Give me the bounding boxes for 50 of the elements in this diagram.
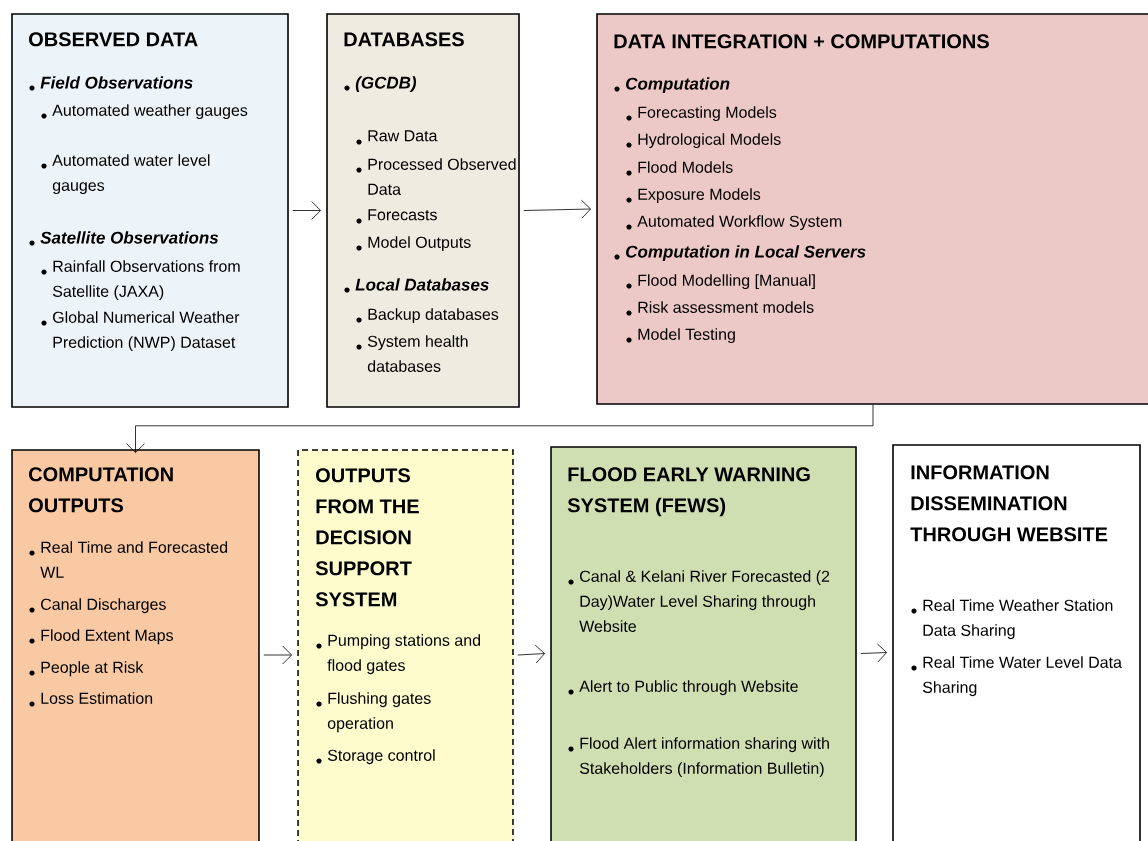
- bullet-item: Loss Estimation: [41, 692, 153, 704]
- bullet-item: Flood Extent Maps: [41, 629, 173, 645]
- bullet-item: Storage control: [327, 749, 435, 765]
- box-heading: INFORMATION DISSEMINATION THROUGH WEBSITE: [910, 465, 1108, 542]
- bullet-item: Model Testing: [638, 328, 735, 344]
- bullet-item: Real Time Water Level Data Sharing: [922, 656, 1122, 697]
- box-heading: OBSERVED DATA: [29, 32, 198, 47]
- arrow: [517, 644, 546, 664]
- bullet-item: Real Time Weather Station Data Sharing: [923, 599, 1113, 640]
- section-heading: Local Databases: [355, 278, 489, 291]
- arrow: [292, 201, 322, 220]
- box-heading: FLOOD EARLY WARNING SYSTEM (FEWS): [567, 467, 810, 517]
- arrow: [860, 643, 888, 663]
- bullet-item: Flushing gates operation: [327, 692, 431, 733]
- bullet-item: Risk assessment models: [638, 301, 814, 313]
- bullet-item: Exposure Models: [638, 188, 761, 204]
- bullet-item: Forecasting Models: [638, 106, 777, 122]
- arrow: [523, 199, 592, 219]
- box-heading: DATA INTEGRATION + COMPUTATIONS: [614, 34, 989, 49]
- bullet-item: Automated water level gauges: [52, 154, 210, 195]
- bullet-item: Alert to Public through Website: [579, 680, 798, 696]
- bullet-item: Rainfall Observations from Satellite (JAXA): [52, 260, 240, 301]
- section-heading: Computation: [626, 77, 730, 94]
- box-heading: DATABASES: [344, 32, 464, 47]
- bullet-item: Pumping stations and flood gates: [327, 634, 480, 675]
- bullet-item: Flood Alert information sharing with Stakeholders (Information Bulletin): [579, 737, 829, 778]
- bullet-item: Canal & Kelani River Forecasted (2 Day)Water Level Sharing through Website: [579, 570, 830, 632]
- bullet-item: Hydrological Models: [638, 133, 781, 149]
- bullet-item: People at Risk: [41, 661, 144, 677]
- bullet-item: Automated weather gauges: [52, 104, 248, 120]
- box-heading: COMPUTATION OUTPUTS: [29, 467, 173, 513]
- bullet-item: System health databases: [367, 335, 468, 372]
- arrow: [263, 645, 293, 665]
- bullet-item: Processed Observed Data: [368, 158, 516, 195]
- bullet-item: Model Outputs: [368, 236, 471, 252]
- section-heading: Computation in Local Servers: [626, 245, 866, 262]
- bullet-item: Forecasts: [368, 209, 437, 221]
- bullet-item: Automated Workflow System: [637, 215, 842, 231]
- bullet-item: Backup databases: [368, 308, 499, 324]
- section-heading: Satellite Observations: [40, 231, 219, 244]
- section-heading: (GCDB): [355, 76, 417, 93]
- box-heading: OUTPUTS FROM THE DECISION SUPPORT SYSTEM: [315, 468, 419, 607]
- bullet-item: Global Numerical Weather Prediction (NWP) Dataset: [53, 311, 240, 352]
- arrow: [126, 404, 874, 454]
- bullet-item: Flood Models: [638, 161, 733, 173]
- bullet-item: Raw Data: [368, 130, 438, 142]
- bullet-item: Flood Modelling [Manual]: [638, 274, 815, 290]
- section-heading: Field Observations: [40, 76, 193, 89]
- bullet-item: Canal Discharges: [41, 598, 166, 614]
- bullet-item: Real Time and Forecasted WL: [40, 541, 228, 578]
